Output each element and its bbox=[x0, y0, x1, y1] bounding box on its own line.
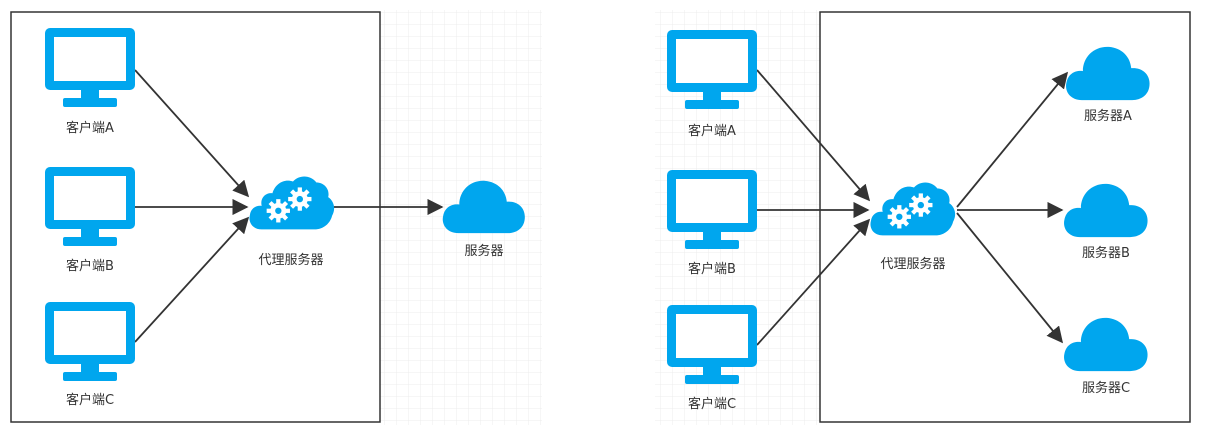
cloud-icon bbox=[1064, 317, 1148, 372]
right-client-c: 客户端C bbox=[667, 305, 757, 412]
client-group-box bbox=[10, 11, 381, 423]
server-c-label: 服务器C bbox=[1082, 380, 1130, 396]
arrow-proxy-to-server-c bbox=[956, 212, 1064, 344]
monitor-icon bbox=[45, 302, 135, 381]
left-server: 服务器 bbox=[442, 180, 525, 259]
left-client-a: 客户端A bbox=[45, 28, 135, 136]
client-a-label: 客户端A bbox=[66, 120, 114, 136]
right-server-b: 服务器B bbox=[1064, 183, 1148, 261]
proxy-label: 代理服务器 bbox=[258, 252, 323, 268]
arrow-client-a-to-proxy bbox=[134, 69, 250, 198]
left-proxy-server: 代理服务器 bbox=[249, 176, 334, 268]
client-c-label: 客户端C bbox=[688, 396, 736, 412]
server-group-box bbox=[819, 11, 1191, 423]
server-b-label: 服务器B bbox=[1082, 245, 1130, 261]
arrow-proxy-to-server-a bbox=[956, 71, 1069, 208]
monitor-icon bbox=[45, 28, 135, 107]
arrow-client-c-to-proxy bbox=[756, 218, 871, 346]
cloud-icon bbox=[1066, 46, 1150, 101]
right-proxy-server: 代理服务器 bbox=[870, 182, 955, 272]
right-server-a: 服务器A bbox=[1066, 46, 1150, 124]
left-client-b: 客户端B bbox=[45, 167, 135, 274]
right-client-b: 客户端B bbox=[667, 170, 757, 277]
left-connectors bbox=[134, 69, 444, 343]
right-connectors bbox=[756, 69, 1069, 346]
arrow-client-c-to-proxy bbox=[134, 216, 250, 343]
right-server-c: 服务器C bbox=[1064, 317, 1148, 396]
monitor-icon bbox=[45, 167, 135, 246]
client-a-label: 客户端A bbox=[688, 123, 736, 139]
cloud-gears-icon bbox=[870, 182, 955, 235]
server-a-label: 服务器A bbox=[1084, 108, 1132, 124]
left-client-c: 客户端C bbox=[45, 302, 135, 408]
proxy-label: 代理服务器 bbox=[880, 256, 945, 272]
server-label: 服务器 bbox=[464, 243, 503, 259]
right-client-a: 客户端A bbox=[667, 30, 757, 139]
cloud-gears-icon bbox=[249, 176, 334, 229]
cloud-icon bbox=[1064, 183, 1148, 238]
client-b-label: 客户端B bbox=[66, 258, 114, 274]
client-c-label: 客户端C bbox=[66, 392, 114, 408]
arrow-client-a-to-proxy bbox=[756, 69, 871, 202]
client-b-label: 客户端B bbox=[688, 261, 736, 277]
